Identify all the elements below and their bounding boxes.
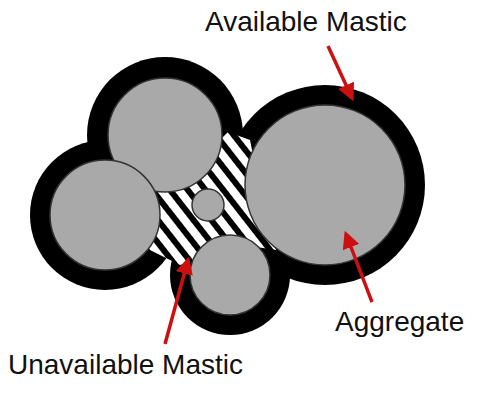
aggregate-circle — [50, 160, 160, 270]
leader-arrows — [165, 46, 372, 344]
leader-arrow — [328, 46, 352, 98]
mastic-coating — [30, 57, 425, 335]
callout-label: Unavailable Mastic — [8, 349, 243, 381]
leader-arrow — [165, 260, 188, 344]
aggregate-circle — [192, 189, 224, 221]
leader-arrow — [346, 234, 372, 302]
callout-label: Available Mastic — [205, 6, 407, 38]
aggregate-circle — [245, 105, 405, 265]
aggregate-particles — [50, 78, 405, 315]
aggregate-circle — [190, 235, 270, 315]
callout-label: Aggregate — [335, 306, 464, 338]
